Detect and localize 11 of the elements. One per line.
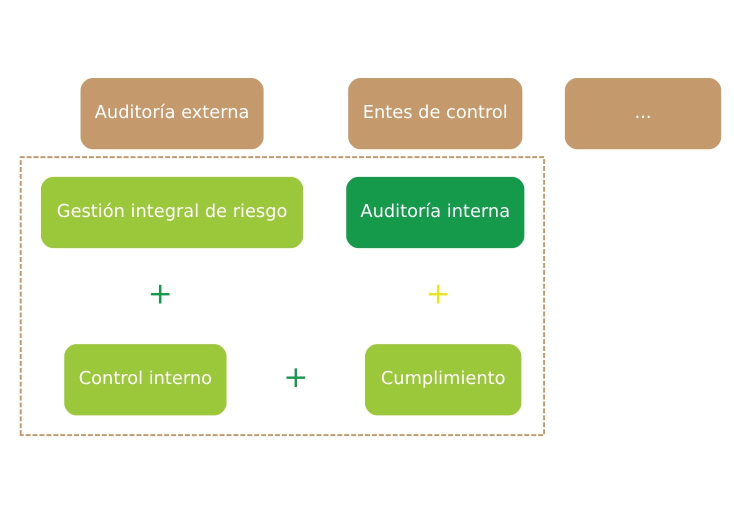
node-box: Control interno — [64, 344, 226, 416]
node-box: Entes de control — [348, 78, 522, 150]
node-box: Auditoría externa — [80, 78, 264, 150]
node-box: ... — [564, 78, 722, 150]
label: + — [148, 276, 173, 311]
node-box: Auditoría interna — [346, 176, 524, 248]
node-box: Gestión integral de riesgo — [41, 176, 304, 248]
label: + — [426, 276, 451, 311]
label: + — [283, 359, 308, 394]
cluster — [20, 156, 546, 436]
node-box: Cumplimiento — [365, 344, 522, 416]
